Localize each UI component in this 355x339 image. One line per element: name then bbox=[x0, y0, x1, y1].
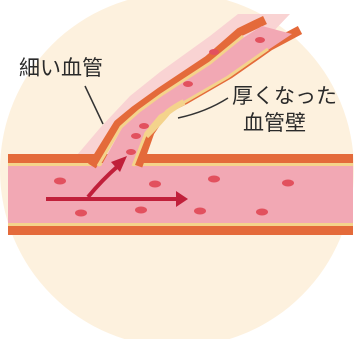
blood-cell-icon bbox=[126, 149, 136, 155]
blood-cell-icon bbox=[208, 176, 220, 183]
blood-cell-icon bbox=[209, 49, 219, 55]
blood-cell-icon bbox=[256, 209, 268, 216]
blood-cell-icon bbox=[149, 181, 161, 188]
main-vessel-lining-bottom bbox=[8, 223, 353, 226]
label-thick-wall-line2: 血管壁 bbox=[243, 111, 306, 135]
label-narrow-vessel: 細い血管 bbox=[19, 56, 103, 80]
blood-cell-icon bbox=[183, 81, 193, 87]
main-vessel-lining-top bbox=[8, 163, 353, 166]
main-vessel-wall-bottom bbox=[8, 226, 353, 235]
blood-cell-icon bbox=[54, 178, 66, 185]
blood-cell-icon bbox=[282, 180, 294, 187]
blood-cell-icon bbox=[135, 207, 147, 214]
label-thick-wall-line1: 厚くなった bbox=[232, 84, 337, 108]
main-vessel-wall-top bbox=[8, 154, 353, 163]
blood-cell-icon bbox=[131, 133, 141, 139]
blood-cell-icon bbox=[75, 210, 87, 217]
blood-cell-icon bbox=[194, 208, 206, 215]
blood-cell-icon bbox=[139, 123, 149, 129]
blood-cell-icon bbox=[255, 37, 265, 43]
